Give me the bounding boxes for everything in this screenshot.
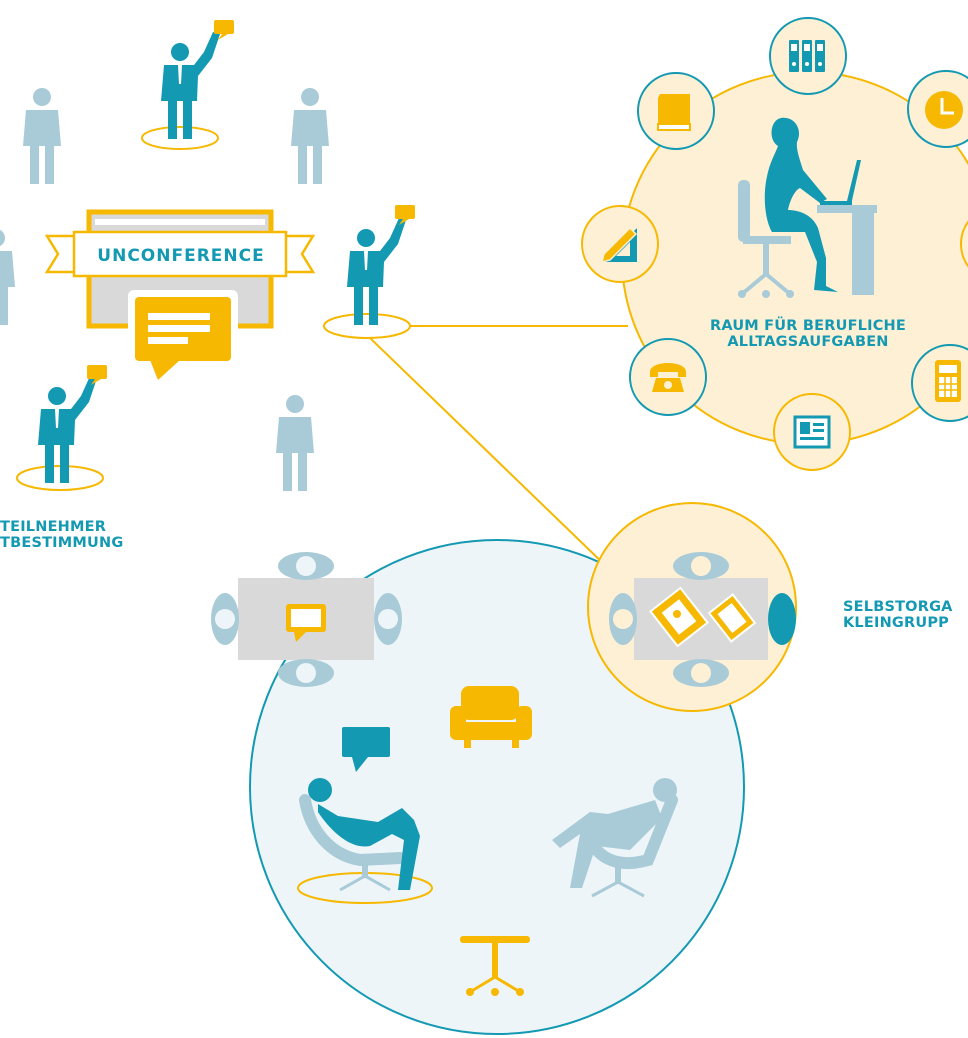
relaxing-person-idle: [552, 778, 678, 898]
small-group-label-line1: SELBSTORGA: [843, 599, 953, 615]
small-group-label: SELBSTORGA KLEINGRUPP: [843, 599, 953, 631]
small-group-label-line2: KLEINGRUPP: [843, 615, 950, 631]
banner-label: UNCONFERENCE: [97, 246, 264, 266]
woman-at-desk-icon: [738, 117, 877, 298]
armchair-icon: [450, 686, 532, 748]
unconference-banner: UNCONFERENCE: [44, 209, 316, 387]
calculator-icon: [911, 344, 968, 422]
id-card-icon: [773, 393, 851, 471]
ruler-pencil-icon: [581, 205, 659, 283]
person-wave-2: [323, 205, 415, 339]
document-icon-2: [707, 593, 757, 643]
chat-bubble-icon: [342, 727, 390, 772]
person-idle-4: [0, 229, 15, 325]
document-icon-1: [649, 586, 709, 648]
participants-label-line2: TBESTIMMUNG: [0, 535, 124, 551]
relaxing-person-active: [297, 727, 433, 904]
connector-lines: [369, 325, 628, 569]
person-wave-1: [141, 20, 234, 150]
work-space-label-line2: ALLTAGSAUFGABEN: [727, 334, 889, 350]
person-idle-3: [276, 395, 314, 491]
small-group-circle-group: [587, 502, 797, 712]
side-table-icon: [460, 936, 530, 996]
person-idle-2: [291, 88, 329, 184]
table-group-left: [211, 552, 402, 687]
participants-group: [0, 20, 415, 491]
book-icon: [637, 72, 715, 150]
participants-label: TEILNEHMER TBESTIMMUNG: [0, 519, 123, 551]
table-chat-icon: [286, 604, 326, 642]
clock-icon: [907, 70, 968, 148]
partial-icon: [960, 220, 968, 268]
person-wave-3: [16, 365, 107, 491]
banner-chat-icon: [128, 290, 238, 387]
participants-label-line1: TEILNEHMER: [0, 519, 107, 535]
phone-icon: [629, 338, 707, 416]
work-space-label: RAUM FÜR BERUFLICHE ALLTAGSAUFGABEN: [672, 318, 944, 350]
work-space-label-line1: RAUM FÜR BERUFLICHE: [709, 318, 906, 334]
work-space-group: [581, 17, 968, 471]
binders-icon: [769, 17, 847, 95]
person-idle-1: [23, 88, 61, 184]
